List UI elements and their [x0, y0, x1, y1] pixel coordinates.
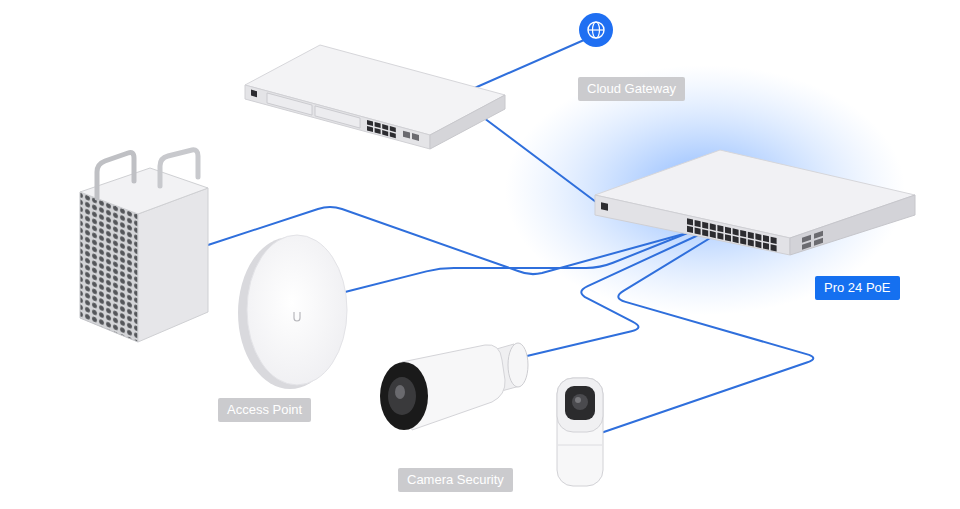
lens-highlight	[395, 385, 405, 399]
network-port	[740, 230, 746, 237]
gateway-node: Cloud Gateway	[255, 55, 480, 135]
flex-camera-body	[557, 378, 603, 486]
network-port	[748, 232, 754, 239]
lens-highlight	[575, 397, 581, 403]
network-cable	[595, 232, 813, 435]
network-port	[375, 128, 381, 134]
gateway-side	[430, 95, 505, 149]
network-cable	[510, 232, 705, 360]
computer-handle	[160, 150, 198, 186]
network-port	[802, 235, 811, 243]
gateway-logo-square	[251, 90, 257, 98]
network-port	[687, 226, 693, 233]
network-port	[403, 131, 410, 139]
switch-front-details	[601, 199, 777, 251]
device-label: Access Point	[218, 398, 311, 422]
network-port	[763, 235, 769, 242]
network-port	[755, 233, 761, 240]
switch-node: Pro 24 PoE	[600, 160, 900, 232]
network-port	[710, 223, 716, 230]
internet-cable	[470, 40, 584, 90]
network-port	[367, 120, 373, 126]
device-label: Pro 24 PoE	[815, 276, 900, 300]
network-port	[702, 229, 708, 236]
network-port	[390, 126, 396, 132]
globe-outline	[588, 22, 604, 38]
flex-camera-window	[565, 386, 595, 420]
network-port	[687, 218, 693, 225]
drive-bay	[315, 106, 360, 128]
computer-side	[138, 188, 208, 342]
gateway-front	[245, 85, 430, 149]
globe-equator	[588, 29, 604, 30]
switch-front	[595, 195, 790, 255]
network-port	[771, 244, 777, 251]
network-port	[771, 237, 777, 244]
network-port	[748, 239, 754, 246]
switch-sfp-ports	[802, 231, 823, 250]
network-cable	[480, 115, 600, 205]
device-label: Cloud Gateway	[578, 77, 685, 101]
network-port	[802, 242, 811, 250]
switch-ports	[687, 218, 777, 251]
bullet-camera-face	[380, 362, 428, 430]
network-port	[755, 241, 761, 248]
flex-camera-lens	[572, 394, 588, 410]
device-label: Camera Security	[398, 468, 513, 492]
access-point-disc	[247, 235, 347, 385]
camera-node: Camera Security	[400, 360, 595, 470]
network-port	[733, 228, 739, 235]
network-port	[375, 122, 381, 128]
switch-side	[790, 195, 915, 255]
network-port	[382, 130, 388, 136]
network-port	[382, 124, 388, 130]
network-port	[390, 132, 396, 138]
access-point-node: Access Point	[255, 250, 345, 370]
network-port	[702, 222, 708, 229]
network-port	[725, 234, 731, 241]
flex-camera-head	[557, 378, 603, 432]
flex-camera-seam	[558, 445, 602, 446]
network-port	[367, 126, 373, 132]
internet-globe	[579, 13, 613, 47]
network-port	[733, 236, 739, 243]
bullet-camera-lens	[388, 377, 416, 415]
computer-grille	[80, 192, 138, 342]
gateway-front-details	[251, 89, 419, 145]
network-port	[725, 227, 731, 234]
network-port	[412, 133, 419, 141]
network-port	[814, 238, 823, 246]
gateway-sfp-ports	[403, 131, 419, 141]
network-port	[710, 231, 716, 238]
switch-logo-square	[601, 202, 608, 211]
drive-bay	[267, 93, 312, 115]
network-port	[814, 231, 823, 239]
access-point-logo	[294, 312, 300, 321]
network-port	[740, 238, 746, 245]
switch-side-details	[802, 231, 823, 250]
network-port	[695, 220, 701, 227]
camera-mount-plate	[508, 343, 528, 387]
gateway-ports	[367, 120, 396, 138]
network-port	[717, 225, 723, 232]
network-port	[763, 243, 769, 250]
computer-handle	[97, 153, 134, 198]
network-port	[717, 232, 723, 239]
network-port	[695, 227, 701, 234]
